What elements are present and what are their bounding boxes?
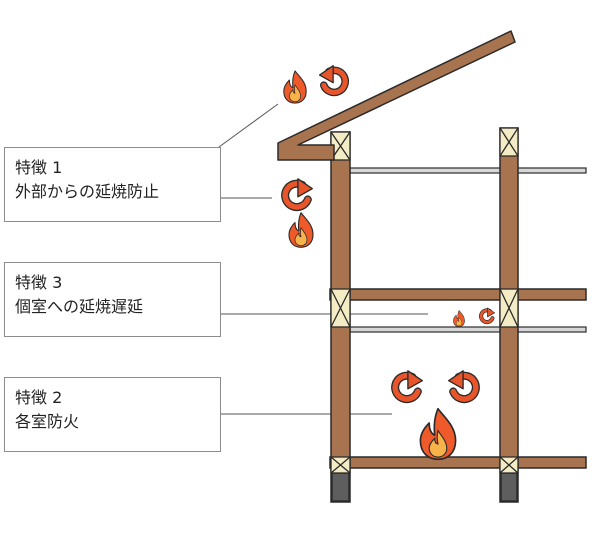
foundation-right	[500, 472, 518, 502]
flame-icon	[419, 407, 457, 461]
roof-rafter	[277, 30, 516, 161]
circular-arrow-icon	[481, 308, 495, 322]
feature-2-box: 特徴 2 各室防火	[4, 377, 221, 452]
feature-2-title: 特徴 2	[15, 388, 63, 407]
flame-icon	[283, 70, 307, 104]
flame-icon	[453, 310, 465, 327]
circular-arrow-icon	[449, 371, 476, 399]
circular-arrow-icon	[395, 371, 422, 399]
feature-3-desc: 個室への延焼遅延	[15, 297, 144, 316]
feature-1-title: 特徴 1	[15, 158, 63, 177]
feature-1-box: 特徴 1 外部からの延焼防止	[4, 147, 221, 222]
beam-ground-floor	[329, 456, 587, 469]
feature-2-desc: 各室防火	[15, 412, 80, 431]
feature-1-desc: 外部からの延焼防止	[15, 182, 160, 201]
ceiling-rail-upper	[349, 167, 587, 174]
beam-second-floor	[329, 288, 587, 301]
circular-arrow-icon	[285, 179, 312, 207]
leader-line-1	[218, 103, 279, 148]
feature-3-title: 特徴 3	[15, 273, 63, 292]
ceiling-rail-lower	[349, 326, 587, 333]
foundation-left	[331, 472, 350, 502]
feature-3-box: 特徴 3 個室への延焼遅延	[4, 262, 221, 337]
circular-arrow-icon	[320, 66, 346, 93]
flame-icon	[288, 212, 314, 248]
